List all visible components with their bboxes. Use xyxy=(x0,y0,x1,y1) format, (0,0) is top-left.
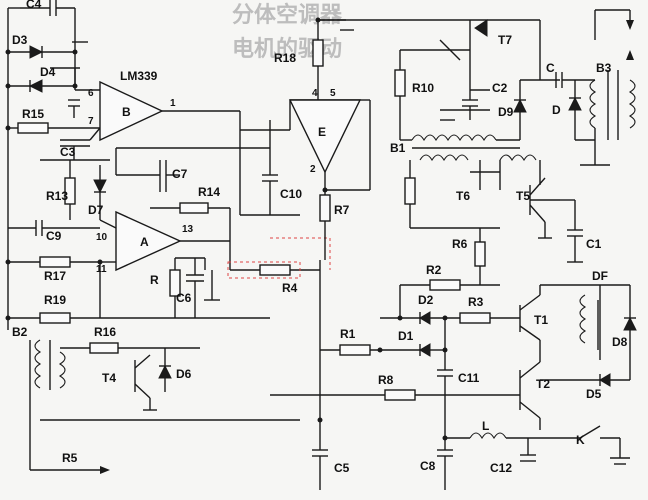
label-R18: R18 xyxy=(274,51,296,65)
label-C11: C11 xyxy=(458,371,480,385)
b2-t4-block xyxy=(7,318,300,474)
label-R16: R16 xyxy=(94,325,116,339)
label-R19: R19 xyxy=(44,293,66,307)
input-resistor-network xyxy=(8,220,270,324)
label-C9: C9 xyxy=(46,229,62,243)
label-T6: T6 xyxy=(456,189,470,203)
label-R7: R7 xyxy=(334,203,350,217)
label-pin4: 4 xyxy=(312,88,318,99)
label-R15: R15 xyxy=(22,107,44,121)
label-C: C xyxy=(546,61,555,75)
label-R13: R13 xyxy=(46,189,68,203)
label-pin2: 2 xyxy=(310,164,316,175)
label-R10: R10 xyxy=(412,81,434,95)
label-T4: T4 xyxy=(102,371,116,385)
label-A: A xyxy=(140,235,149,249)
label-DF: DF xyxy=(592,269,608,283)
r-c6-network xyxy=(169,257,220,318)
label-R1: R1 xyxy=(340,327,356,341)
r4-network xyxy=(227,237,331,279)
label-T2: T2 xyxy=(536,377,550,391)
label-C1: C1 xyxy=(586,237,602,251)
label-D4: D4 xyxy=(40,65,56,79)
label-D9: D9 xyxy=(498,105,514,119)
lower-driver-block xyxy=(270,318,630,450)
label-T7: T7 xyxy=(498,33,512,47)
label-C2: C2 xyxy=(492,81,508,95)
label-R14: R14 xyxy=(198,185,220,199)
label-D2: D2 xyxy=(418,293,434,307)
label-C12: C12 xyxy=(490,461,512,475)
label-D8: D8 xyxy=(612,335,628,349)
label-B1: B1 xyxy=(390,141,406,155)
label-R6: R6 xyxy=(452,237,468,251)
label-C8: C8 xyxy=(420,459,436,473)
label-R5: R5 xyxy=(62,451,78,465)
label-L: L xyxy=(482,419,489,433)
label-R8: R8 xyxy=(378,373,394,387)
label-R3: R3 xyxy=(468,295,484,309)
comparator-a xyxy=(99,210,230,272)
label-D3: D3 xyxy=(12,33,28,47)
label-D5: D5 xyxy=(586,387,602,401)
label-pin5: 5 xyxy=(330,88,336,99)
label-C7: C7 xyxy=(172,167,188,181)
label-K: K xyxy=(576,433,585,447)
label-C3: C3 xyxy=(60,145,76,159)
label-D: D xyxy=(552,103,561,117)
label-pin10: 10 xyxy=(96,232,108,243)
left-section xyxy=(7,0,110,318)
middle-left-network xyxy=(64,147,270,270)
label-E: E xyxy=(318,125,326,139)
label-C6: C6 xyxy=(176,291,192,305)
label-B: B xyxy=(122,105,131,119)
label-D7: D7 xyxy=(88,203,104,217)
label-LM339: LM339 xyxy=(120,69,158,83)
label-pin1: 1 xyxy=(170,98,176,109)
label-R: R xyxy=(150,273,159,287)
label-pin6: 6 xyxy=(88,88,94,99)
label-T1: T1 xyxy=(534,313,548,327)
driver-block xyxy=(380,279,637,380)
label-T5: T5 xyxy=(516,189,530,203)
label-pin11: 11 xyxy=(96,264,107,275)
t5-t6-block xyxy=(404,154,583,285)
label-B3: B3 xyxy=(596,61,612,75)
oscillator-block xyxy=(318,19,540,149)
label-R2: R2 xyxy=(426,263,442,277)
label-R17: R17 xyxy=(44,269,66,283)
label-C5: C5 xyxy=(334,461,350,475)
label-D1: D1 xyxy=(398,329,414,343)
label-D6: D6 xyxy=(176,367,192,381)
background-title-line1: 分体空调器 xyxy=(232,2,343,27)
c10 xyxy=(240,120,300,216)
label-B2: B2 xyxy=(12,325,28,339)
label-R4: R4 xyxy=(282,281,298,295)
label-C4: C4 xyxy=(26,0,42,11)
label-C10: C10 xyxy=(280,187,302,201)
output-transformer-block xyxy=(539,9,636,166)
label-pin7: 7 xyxy=(88,116,94,127)
comparator-b xyxy=(99,80,241,215)
label-pin13: 13 xyxy=(182,224,194,235)
